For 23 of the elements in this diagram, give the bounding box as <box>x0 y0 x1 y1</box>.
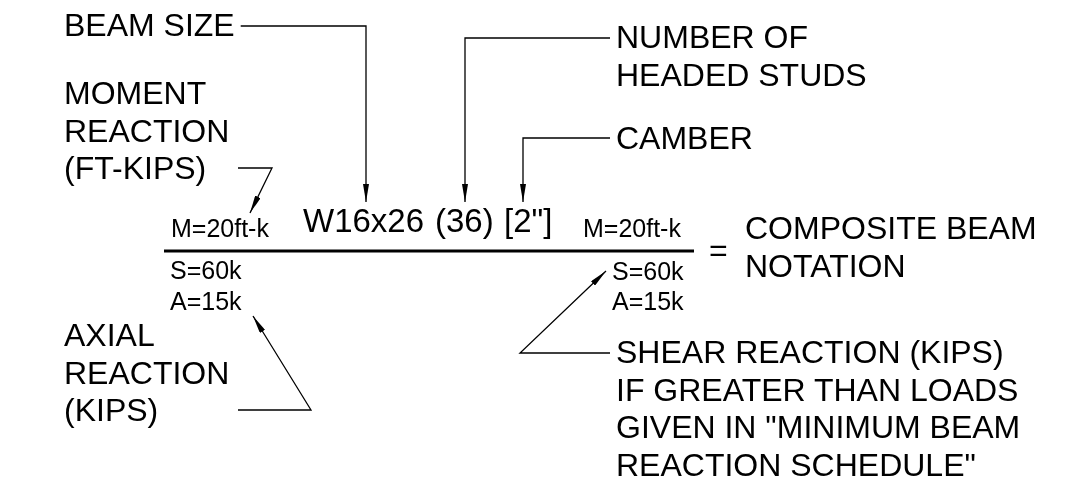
callout-label: MOMENT REACTION (FT-KIPS) <box>58 75 238 188</box>
camber-text: [2"] <box>498 202 559 240</box>
leader-line <box>520 137 611 203</box>
callout-label: AXIAL REACTION (KIPS) <box>58 317 238 430</box>
callout-label: BEAM SIZE <box>58 7 241 45</box>
shear-value: S=60k <box>169 255 243 285</box>
callout-label: SHEAR REACTION (KIPS) IF GREATER THAN LOADS GIVEN IN "MINIMUM BEAM REACTION SCHEDULE" <box>610 334 1040 484</box>
leader-line <box>518 270 611 354</box>
callout-label: NUMBER OF HEADED STUDS <box>610 19 884 94</box>
axial-value: A=15k <box>164 286 248 316</box>
moment-value: M=20ft-k <box>582 213 682 243</box>
leader-line <box>240 25 369 203</box>
notation-title: COMPOSITE BEAM NOTATION <box>744 210 1038 285</box>
leader-line <box>237 167 274 214</box>
beam-size-text: W16x26 <box>297 202 431 240</box>
axial-value: A=15k <box>611 286 685 316</box>
callout-label: CAMBER <box>610 120 759 158</box>
shear-value: S=60k <box>606 256 690 286</box>
leader-line <box>462 37 611 203</box>
leader-line <box>237 315 313 411</box>
stud-count-text: (36) <box>429 202 500 240</box>
moment-value: M=20ft-k <box>165 213 275 243</box>
equals-sign: = <box>708 232 729 270</box>
